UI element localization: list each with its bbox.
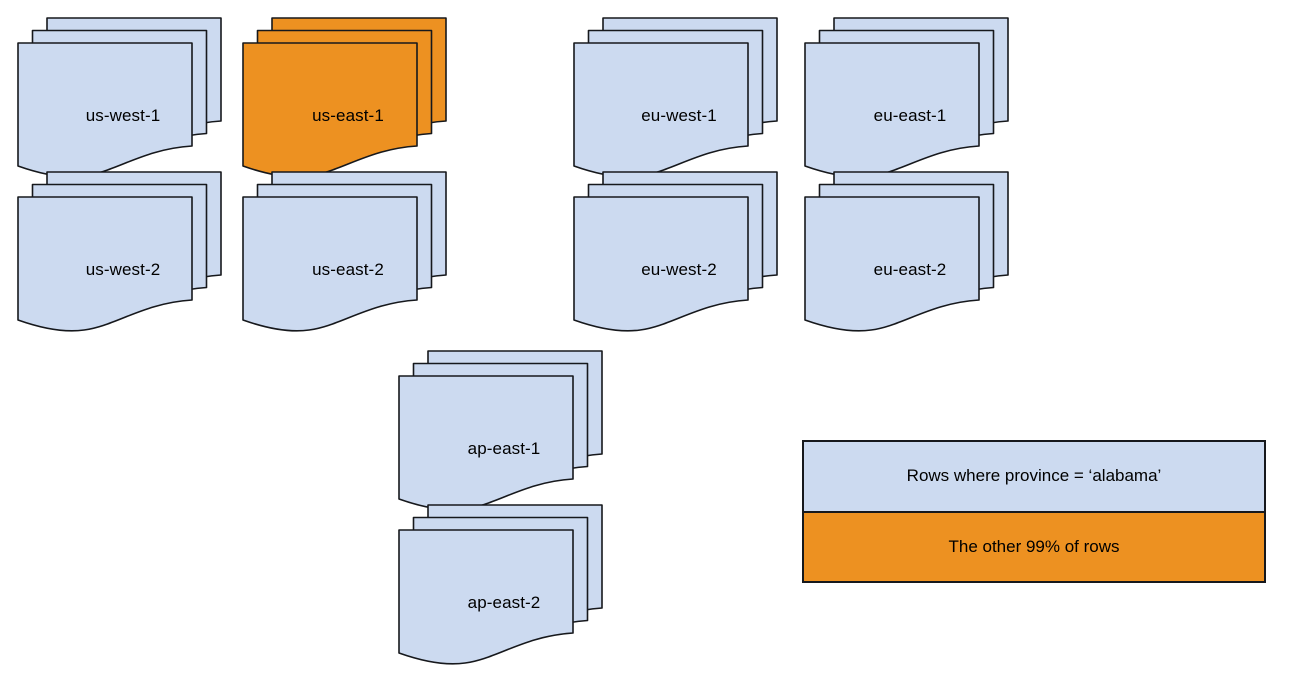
region-stack-us-west-1[interactable]: us-west-1 — [17, 17, 238, 183]
document-sheet — [242, 196, 418, 332]
region-stack-eu-east-2[interactable]: eu-east-2 — [804, 171, 1025, 337]
document-stack-icon — [398, 350, 603, 511]
legend-row-label: The other 99% of rows — [948, 536, 1120, 556]
region-stack-eu-west-1[interactable]: eu-west-1 — [573, 17, 794, 183]
document-sheet — [573, 42, 749, 178]
document-sheet — [398, 375, 574, 511]
document-sheet — [573, 196, 749, 332]
region-stack-ap-east-1[interactable]: ap-east-1 — [398, 350, 619, 516]
legend-row-normal: Rows where province = ‘alabama’ — [804, 442, 1264, 513]
region-stack-ap-east-2[interactable]: ap-east-2 — [398, 504, 619, 670]
region-stack-eu-east-1[interactable]: eu-east-1 — [804, 17, 1025, 183]
legend: Rows where province = ‘alabama’ The other… — [802, 440, 1266, 583]
region-stack-us-west-2[interactable]: us-west-2 — [17, 171, 238, 337]
document-sheet — [17, 42, 193, 178]
document-stack-icon — [573, 171, 778, 332]
document-stack-icon — [804, 17, 1009, 178]
document-stack-icon — [242, 17, 447, 178]
document-stack-icon — [573, 17, 778, 178]
region-stack-us-east-2[interactable]: us-east-2 — [242, 171, 463, 337]
document-stack-icon — [398, 504, 603, 665]
document-sheet — [17, 196, 193, 332]
document-sheet — [398, 529, 574, 665]
document-stack-icon — [17, 171, 222, 332]
region-stack-eu-west-2[interactable]: eu-west-2 — [573, 171, 794, 337]
document-stack-icon — [17, 17, 222, 178]
document-stack-icon — [804, 171, 1009, 332]
region-stack-us-east-1[interactable]: us-east-1 — [242, 17, 463, 183]
document-sheet — [804, 196, 980, 332]
document-sheet — [242, 42, 418, 178]
document-stack-icon — [242, 171, 447, 332]
document-sheet — [804, 42, 980, 178]
legend-row-label: Rows where province = ‘alabama’ — [906, 466, 1162, 486]
legend-row-highlight: The other 99% of rows — [804, 512, 1264, 581]
